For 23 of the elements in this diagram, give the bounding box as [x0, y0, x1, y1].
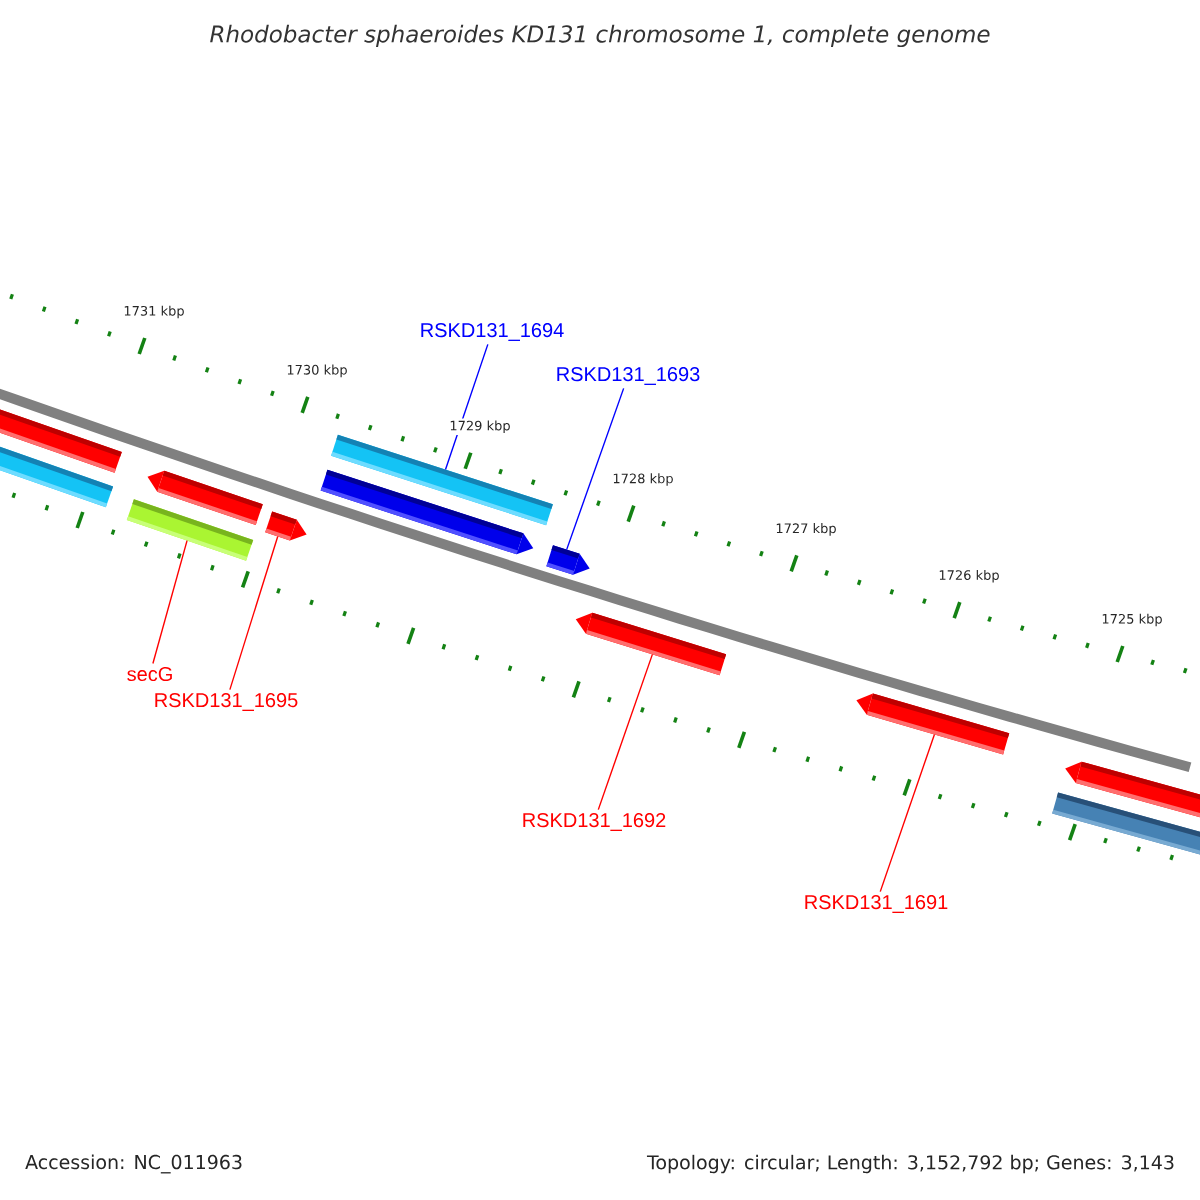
gene-bar [147, 470, 263, 526]
gene-bar [856, 693, 1010, 755]
gene-label: RSKD131_1692 [523, 813, 666, 831]
title: Rhodobacter sphaeroides KD131 chromosome 1, complete genome [210, 24, 990, 48]
gene-label: secG [127, 666, 172, 682]
gene-bar [0, 444, 114, 508]
leader-line [152, 539, 188, 665]
leader-line [879, 733, 936, 893]
leader-line [444, 343, 489, 471]
gene-label: RSKD131_1691 [805, 895, 948, 913]
footer-text: Topology: circular; Length: 3,152,792 bp; Genes: 3,143 [646, 1154, 1174, 1174]
gene-bar [575, 612, 727, 676]
gene-bar [265, 511, 307, 541]
leader-line [565, 387, 625, 551]
gene-bar [331, 434, 553, 526]
gene-label: RSKD131_1695 [155, 693, 298, 711]
leader-line [597, 653, 654, 811]
gene-label: RSKD131_1694 [421, 323, 564, 341]
gene-bar [1065, 761, 1200, 823]
gene-label: RSKD131_1693 [557, 367, 700, 385]
gene-bar [546, 545, 590, 575]
leader-line [229, 535, 279, 691]
footer-text: Accession: NC_011963 [25, 1154, 242, 1174]
